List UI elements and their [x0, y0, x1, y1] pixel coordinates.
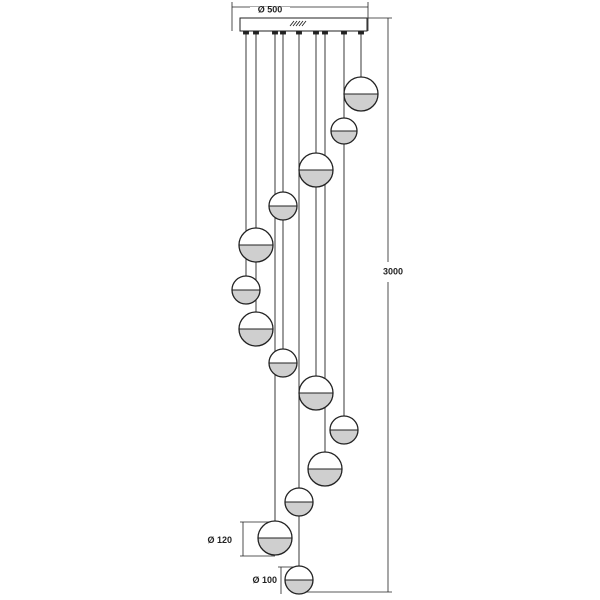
glass-sphere: [238, 227, 274, 263]
crystal-fill: [269, 206, 297, 220]
glass-sphere: [284, 565, 314, 595]
hatch-mark: [289, 20, 307, 27]
crystal-fill: [232, 290, 260, 304]
glass-sphere: [343, 76, 379, 112]
crystal-fill: [308, 469, 342, 486]
crystal-fill: [344, 94, 378, 111]
crystal-fill: [239, 245, 273, 262]
glass-sphere: [268, 348, 298, 378]
crystal-fill: [285, 502, 313, 516]
glass-sphere: [284, 487, 314, 517]
crystal-fill: [330, 430, 358, 444]
crystal-fill: [299, 393, 333, 410]
crystal-fill: [331, 131, 357, 144]
large-sphere-diameter-label: Ø 120: [207, 535, 232, 545]
glass-sphere: [268, 191, 298, 221]
canopy-diameter-label: Ø 500: [258, 4, 283, 14]
glass-sphere: [307, 451, 343, 487]
crystal-fill: [239, 329, 273, 346]
glass-sphere: [298, 375, 334, 411]
total-height-label: 3000: [383, 266, 403, 276]
crystal-fill: [299, 170, 333, 187]
crystal-fill: [269, 363, 297, 377]
crystal-fill: [258, 538, 292, 555]
glass-sphere: [238, 311, 274, 347]
glass-sphere: [231, 275, 261, 305]
glass-sphere: [329, 415, 359, 445]
small-sphere-diameter-label: Ø 100: [252, 575, 277, 585]
crystal-fill: [285, 580, 313, 594]
glass-sphere: [298, 152, 334, 188]
glass-sphere: [257, 520, 293, 556]
glass-sphere: [330, 117, 358, 145]
